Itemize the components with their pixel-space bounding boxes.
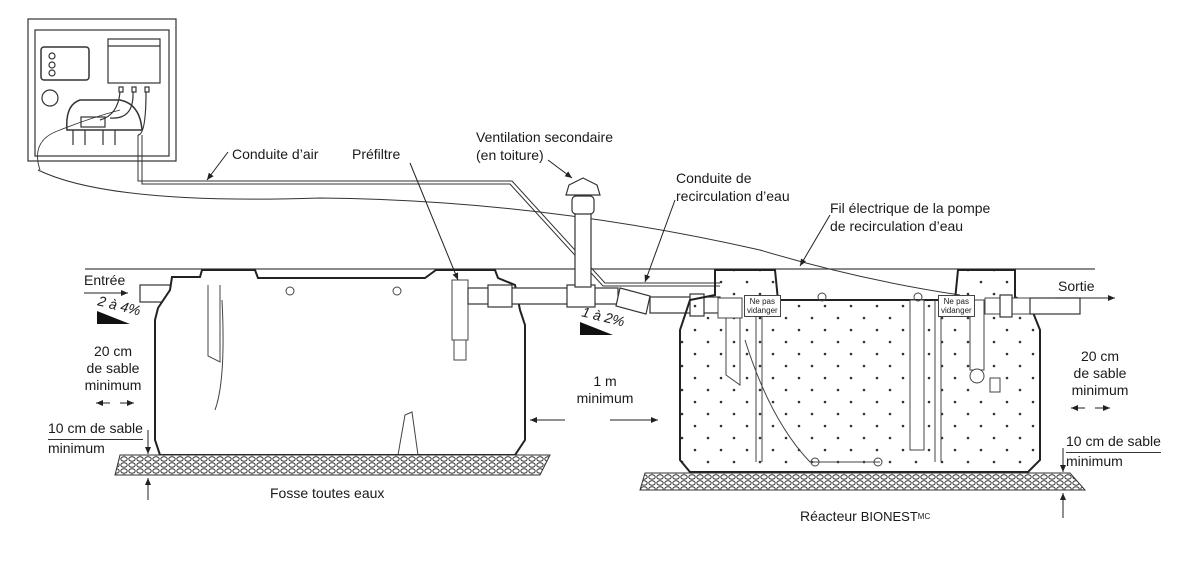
- septic-tank-caption: Fosse toutes eaux: [270, 485, 385, 501]
- mid-slope-icon: [580, 322, 613, 335]
- electric-wire: [37, 169, 961, 296]
- air-line-label: Conduite d’air: [232, 146, 319, 162]
- do-not-empty-tag-2: Ne pas vidanger: [938, 295, 975, 317]
- septic-tank-details: [207, 279, 469, 456]
- recirc-label-line2: recirculation d’eau: [676, 188, 790, 204]
- vent-label-line2: (en toiture): [476, 147, 544, 163]
- air-line: [137, 135, 720, 287]
- dimension-arrows: [84, 151, 1115, 518]
- control-panel: [27, 18, 177, 171]
- prefilter-label: Préfiltre: [352, 146, 401, 162]
- vent-label-line1: Ventilation secondaire: [476, 129, 613, 145]
- reactor-tank: [679, 269, 1041, 473]
- outlet-label: Sortie: [1058, 278, 1095, 294]
- reactor-details: [717, 292, 1036, 467]
- recirc-label-line1: Conduite de: [676, 170, 752, 186]
- do-not-empty-tag-1: Ne pas vidanger: [744, 295, 781, 317]
- spacing-label: 1 m minimum: [576, 373, 634, 406]
- inlet-slope-icon: [97, 311, 130, 324]
- sand-bottom-left: 10 cm de sable minimum: [48, 420, 143, 456]
- wire-label-line2: de recirculation d’eau: [830, 218, 964, 234]
- reactor-caption: Réacteur BIONESTMC: [800, 508, 931, 524]
- inlet-label: Entrée: [84, 272, 126, 288]
- sand-bottom-right: 10 cm de sable minimum: [1066, 433, 1161, 469]
- gravel-bed-right: [639, 472, 1087, 491]
- gravel-bed-left: [114, 454, 551, 476]
- sand-side-left: 20 cm de sable minimum: [84, 343, 142, 393]
- wire-label-line1: Fil électrique de la pompe: [830, 200, 991, 216]
- sand-side-right: 20 cm de sable minimum: [1071, 348, 1129, 398]
